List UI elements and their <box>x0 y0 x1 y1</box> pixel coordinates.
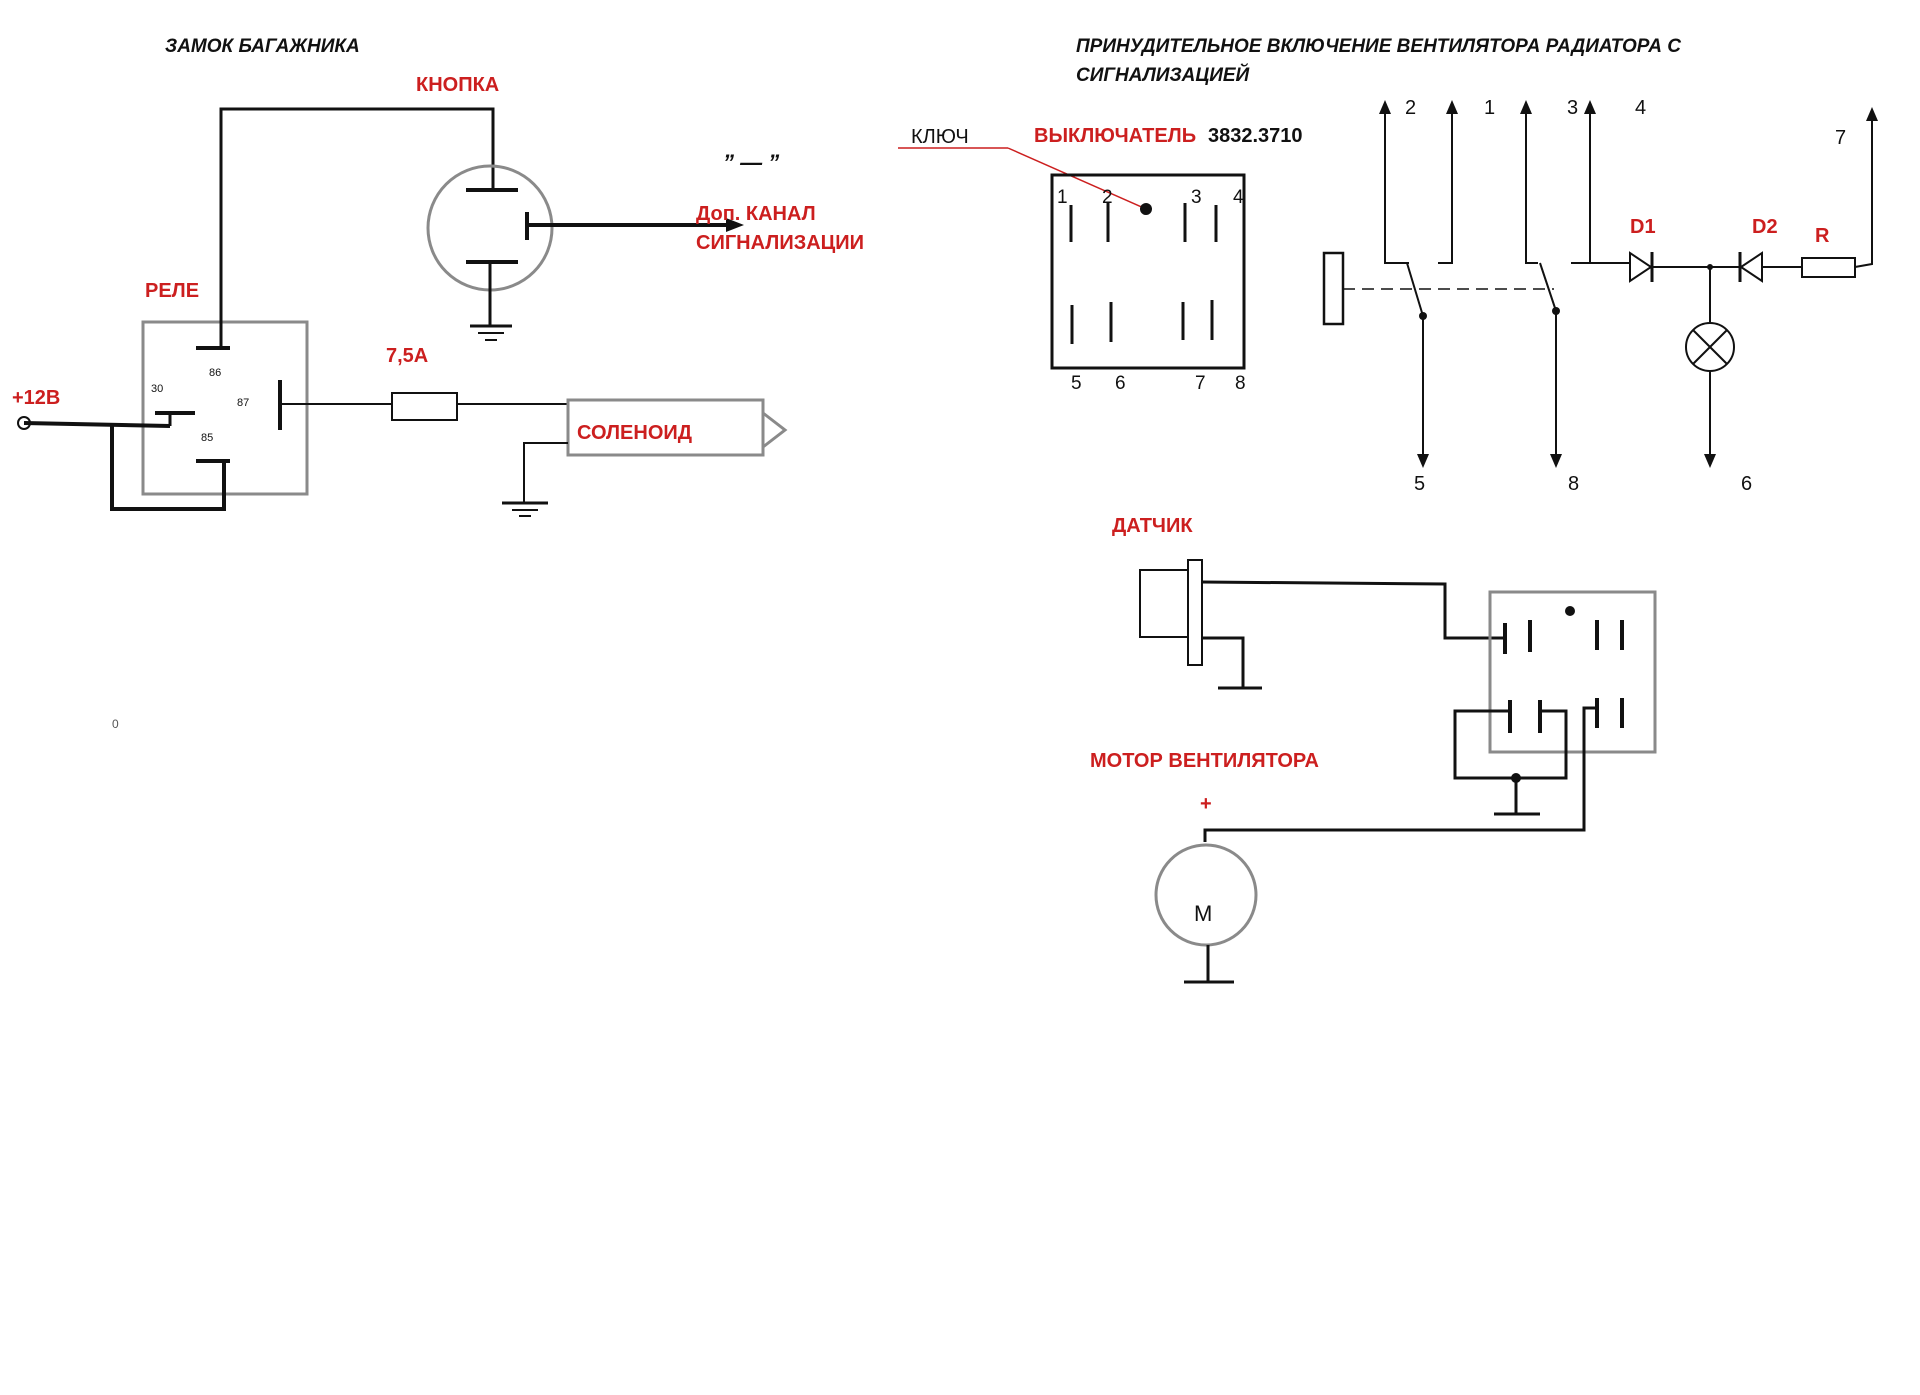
relay-pin-87: 87 <box>237 397 249 409</box>
sensor-body <box>1139 569 1189 638</box>
relay-pin-86: 86 <box>209 367 221 379</box>
switch-contact-group-1 <box>1384 110 1453 460</box>
terminal-1: 1 <box>1484 97 1495 119</box>
sensor-ground-wire <box>1202 636 1245 688</box>
fan-title-line-1: ПРИНУДИТЕЛЬНОЕ ВКЛЮЧЕНИЕ ВЕНТИЛЯТОРА РАД… <box>1076 36 1681 57</box>
switch-pin-1: 1 <box>1057 187 1068 208</box>
alarm-channel-label-2: СИГНАЛИЗАЦИИ <box>696 232 864 254</box>
sensor-label: ДАТЧИК <box>1112 515 1193 537</box>
wire-relay-to-button <box>219 107 495 348</box>
switch-pin-4: 4 <box>1233 187 1244 208</box>
switch-connector <box>1050 173 1246 370</box>
key-label: КЛЮЧ <box>911 126 969 148</box>
terminal-7: 7 <box>1835 127 1846 149</box>
wire-relay-to-motor <box>1203 706 1597 842</box>
resistor-r <box>1801 257 1856 278</box>
relay-pin-85: 85 <box>201 432 213 444</box>
wire-fuse-to-solenoid <box>457 403 569 425</box>
alarm-channel-label-1: Доп. КАНАЛ <box>696 203 816 225</box>
supply-label: +12В <box>12 387 60 409</box>
switch-pin-7: 7 <box>1195 373 1206 394</box>
switch-label: ВЫКЛЮЧАТЕЛЬ <box>1034 125 1196 147</box>
wire-supply-to-relay <box>23 421 171 428</box>
motor-label: МОТОР ВЕНТИЛЯТОРА <box>1090 750 1319 772</box>
button-label: КНОПКА <box>416 74 499 96</box>
switch-contact-group-2 <box>1525 110 1591 460</box>
motor-symbol: М <box>1194 901 1212 926</box>
solenoid-plunger <box>762 411 788 449</box>
fuse-label: 7,5А <box>386 345 428 367</box>
switch-model: 3832.3710 <box>1208 125 1303 147</box>
terminal-5: 5 <box>1414 473 1425 495</box>
fan-motor <box>1154 843 1258 947</box>
wire-sensor-to-connector <box>1201 580 1505 640</box>
switch-pin-8: 8 <box>1235 373 1246 394</box>
diode-d1 <box>1629 251 1653 283</box>
fan-title-line-2: СИГНАЛИЗАЦИЕЙ <box>1076 64 1250 86</box>
terminal-3: 3 <box>1567 97 1578 119</box>
motor-plus-label: + <box>1200 793 1212 815</box>
switch-pin-5: 5 <box>1071 373 1082 394</box>
relay-pin-30: 30 <box>151 383 163 395</box>
fan-relay-terminals <box>1503 620 1624 733</box>
ditto-mark: ” — ” <box>723 150 779 175</box>
fan-relay-key-dot <box>1565 606 1575 616</box>
switch-terminals <box>1050 185 1218 344</box>
switch-key-dot <box>1140 203 1152 215</box>
r-label: R <box>1815 225 1830 247</box>
fuse <box>391 392 458 421</box>
terminal-6: 6 <box>1741 473 1752 495</box>
solenoid-ground-wire <box>523 442 568 503</box>
stray-mark: 0 <box>112 717 119 731</box>
solenoid-label: СОЛЕНОИД <box>577 422 692 444</box>
switch-pin-2: 2 <box>1102 187 1113 208</box>
solenoid-body <box>566 398 765 457</box>
terminal-arrows <box>1379 100 1878 468</box>
terminal-4: 4 <box>1635 97 1646 119</box>
contact-pivot-2 <box>1552 307 1560 315</box>
switch-pin-3: 3 <box>1191 187 1202 208</box>
fan-relay-connector <box>1488 590 1657 754</box>
alarm-channel-arrow <box>726 218 744 232</box>
trunk-title: ЗАМОК БАГАЖНИКА <box>165 36 360 57</box>
switch-pin-6: 6 <box>1115 373 1126 394</box>
wire-r-to-terminal-7 <box>1854 118 1873 268</box>
d2-label: D2 <box>1752 216 1778 238</box>
terminal-8: 8 <box>1568 473 1579 495</box>
contact-pivot-1 <box>1419 312 1427 320</box>
d1-label: D1 <box>1630 216 1656 238</box>
terminal-2: 2 <box>1405 97 1416 119</box>
switch-actuator <box>1322 251 1345 326</box>
wire-fan-relay-loop <box>1453 709 1568 780</box>
wire-loop-85 <box>110 426 226 511</box>
relay-label: РЕЛЕ <box>145 280 199 302</box>
